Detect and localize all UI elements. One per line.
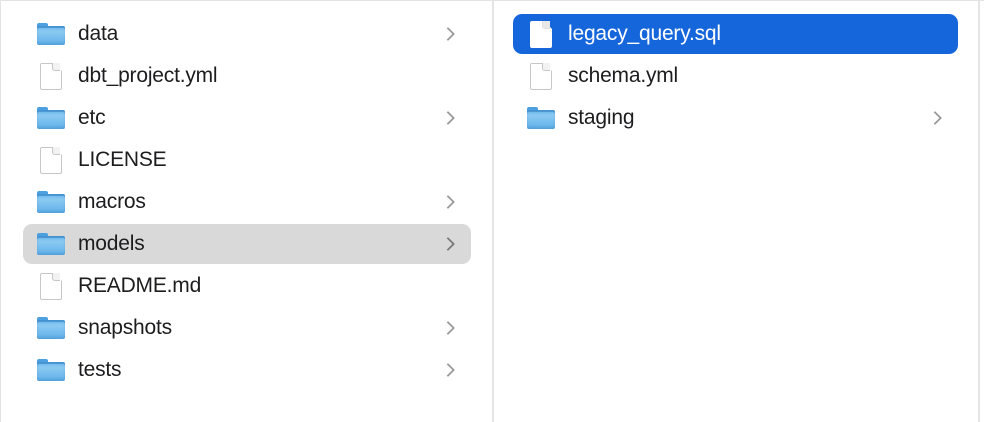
item-label: staging bbox=[568, 106, 635, 129]
chevron-right-icon bbox=[440, 362, 456, 378]
document-icon bbox=[37, 273, 65, 299]
folder-icon bbox=[37, 189, 65, 215]
item-label: macros bbox=[78, 190, 146, 213]
folder-icon bbox=[37, 105, 65, 131]
item-data[interactable]: data bbox=[23, 14, 471, 54]
folder-icon bbox=[37, 231, 65, 257]
item-etc[interactable]: etc bbox=[23, 98, 471, 138]
column-parent-folder: data dbt_project.yml etc LICENSE macros … bbox=[1, 1, 492, 422]
item-dbt-project-yml[interactable]: dbt_project.yml bbox=[23, 56, 471, 96]
item-models-selected[interactable]: models bbox=[23, 224, 471, 264]
item-label: LICENSE bbox=[78, 148, 167, 171]
item-tests[interactable]: tests bbox=[23, 350, 471, 390]
item-staging[interactable]: staging bbox=[513, 98, 958, 138]
item-label: data bbox=[78, 22, 119, 45]
folder-icon bbox=[37, 357, 65, 383]
column-divider bbox=[978, 1, 980, 422]
document-icon bbox=[527, 63, 555, 89]
chevron-right-icon bbox=[927, 110, 943, 126]
item-readme-md[interactable]: README.md bbox=[23, 266, 471, 306]
item-label: dbt_project.yml bbox=[78, 64, 218, 87]
item-label: schema.yml bbox=[568, 64, 679, 87]
chevron-right-icon bbox=[440, 320, 456, 336]
chevron-right-icon bbox=[440, 236, 456, 252]
item-snapshots[interactable]: snapshots bbox=[23, 308, 471, 348]
column-models-contents: legacy_query.sql schema.yml staging bbox=[494, 1, 978, 422]
item-label: tests bbox=[78, 358, 122, 381]
item-label: snapshots bbox=[78, 316, 172, 339]
document-icon bbox=[37, 147, 65, 173]
item-label: models bbox=[78, 232, 145, 255]
item-macros[interactable]: macros bbox=[23, 182, 471, 222]
document-icon bbox=[37, 63, 65, 89]
item-label: legacy_query.sql bbox=[568, 22, 721, 45]
folder-icon bbox=[37, 21, 65, 47]
item-label: etc bbox=[78, 106, 106, 129]
chevron-right-icon bbox=[440, 194, 456, 210]
column-divider bbox=[492, 1, 494, 422]
item-label: README.md bbox=[78, 274, 202, 297]
item-license[interactable]: LICENSE bbox=[23, 140, 471, 180]
next-column-stub bbox=[980, 1, 984, 422]
chevron-right-icon bbox=[440, 26, 456, 42]
item-schema-yml[interactable]: schema.yml bbox=[513, 56, 958, 96]
folder-icon bbox=[37, 315, 65, 341]
folder-icon bbox=[527, 105, 555, 131]
item-legacy-query-sql-selected[interactable]: legacy_query.sql bbox=[513, 14, 958, 54]
document-icon bbox=[527, 21, 555, 47]
chevron-right-icon bbox=[440, 110, 456, 126]
